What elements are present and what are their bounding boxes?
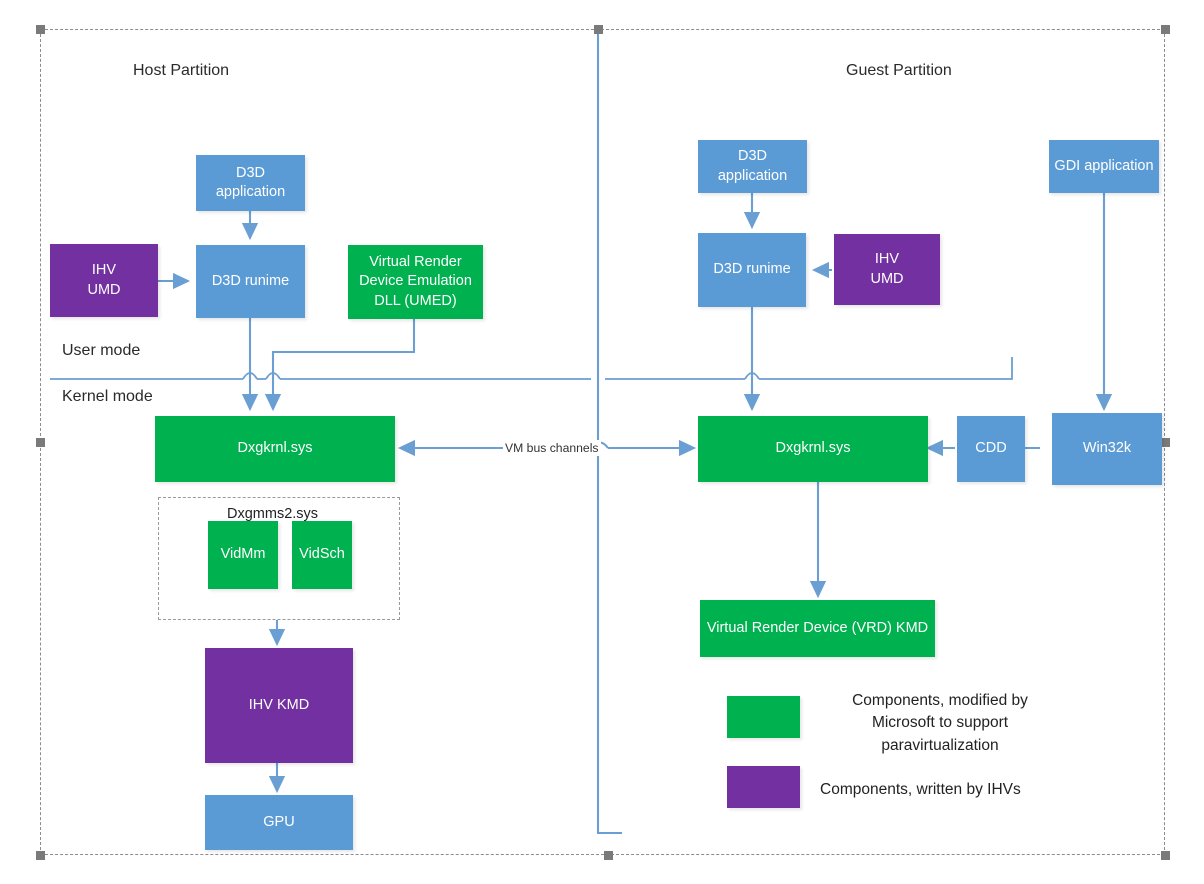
guest-d3d-runtime-label: D3D runime — [713, 261, 791, 278]
host-gpu-label: GPU — [263, 813, 295, 830]
frame-handle-right-middle[interactable] — [1161, 438, 1170, 447]
vmbus-channels-label: VM bus channels — [503, 440, 601, 457]
host-d3d-runtime-label: D3D runime — [211, 272, 290, 289]
host-gpu-box[interactable]: GPU — [205, 795, 353, 850]
frame-handle-bottom-left[interactable] — [36, 851, 45, 860]
guest-dxgkrnl-label: Dxgkrnl.sys — [775, 440, 851, 457]
host-vrd-emulation-dll-label: Virtual Render Device Emulation DLL (UME… — [359, 254, 472, 309]
host-vidmm-label: VidMm — [220, 546, 266, 563]
host-ihv-umd-label: IHV UMD — [87, 262, 121, 298]
host-dxgkrnl-box[interactable]: Dxgkrnl.sys — [155, 416, 395, 482]
guest-vrd-kmd-box[interactable]: Virtual Render Device (VRD) KMD — [700, 600, 935, 657]
host-dxgmms2-group-label: Dxgmms2.sys — [227, 506, 319, 522]
guest-win32k-label: Win32k — [1082, 440, 1132, 457]
guest-gdi-application-label: GDI application — [1054, 157, 1154, 174]
frame-handle-top-right[interactable] — [1161, 25, 1170, 34]
guest-dxgkrnl-box[interactable]: Dxgkrnl.sys — [698, 416, 928, 482]
user-mode-label: User mode — [62, 342, 141, 359]
guest-gdi-application-box[interactable]: GDI application — [1049, 140, 1159, 193]
frame-handle-bottom-right[interactable] — [1161, 851, 1170, 860]
host-ihv-kmd-label: IHV KMD — [248, 696, 310, 713]
guest-cdd-label: CDD — [975, 440, 1007, 457]
guest-cdd-box[interactable]: CDD — [957, 416, 1025, 482]
host-dxgkrnl-label: Dxgkrnl.sys — [237, 440, 313, 457]
host-vidsch-box[interactable]: VidSch — [292, 521, 352, 589]
host-partition-title: Host Partition — [133, 62, 230, 79]
host-d3d-runtime-box[interactable]: D3D runime — [196, 245, 305, 318]
guest-win32k-box[interactable]: Win32k — [1052, 413, 1162, 485]
guest-ihv-umd-box[interactable]: IHV UMD — [834, 234, 940, 305]
guest-partition-title: Guest Partition — [846, 62, 952, 79]
legend-swatch-purple — [727, 766, 800, 808]
host-ihv-umd-box[interactable]: IHV UMD — [50, 244, 158, 317]
legend-swatch-green — [727, 696, 800, 738]
host-d3d-application-box[interactable]: D3D application — [196, 155, 305, 211]
legend-purple-text: Components, written by IHVs — [820, 781, 1021, 798]
host-vrd-emulation-dll-box[interactable]: Virtual Render Device Emulation DLL (UME… — [348, 245, 483, 319]
partition-divider-handle-bottom[interactable] — [604, 851, 613, 860]
kernel-mode-label: Kernel mode — [62, 388, 153, 405]
frame-handle-left-middle[interactable] — [36, 438, 45, 447]
guest-d3d-application-box[interactable]: D3D application — [698, 140, 807, 193]
host-dxgmms2-group — [158, 497, 400, 620]
frame-handle-top-left[interactable] — [36, 25, 45, 34]
host-vidsch-label: VidSch — [299, 546, 345, 563]
host-ihv-kmd-box[interactable]: IHV KMD — [205, 648, 353, 763]
guest-ihv-umd-label: IHV UMD — [870, 251, 904, 287]
host-vidmm-box[interactable]: VidMm — [208, 521, 278, 589]
guest-d3d-application-label: D3D application — [717, 148, 788, 184]
guest-vrd-kmd-label: Virtual Render Device (VRD) KMD — [706, 619, 929, 636]
legend-green-text: Components, modified by Microsoft to sup… — [852, 692, 1028, 754]
guest-d3d-runtime-box[interactable]: D3D runime — [698, 233, 806, 307]
partition-divider-handle-top[interactable] — [594, 25, 603, 34]
host-d3d-application-label: D3D application — [215, 164, 286, 200]
